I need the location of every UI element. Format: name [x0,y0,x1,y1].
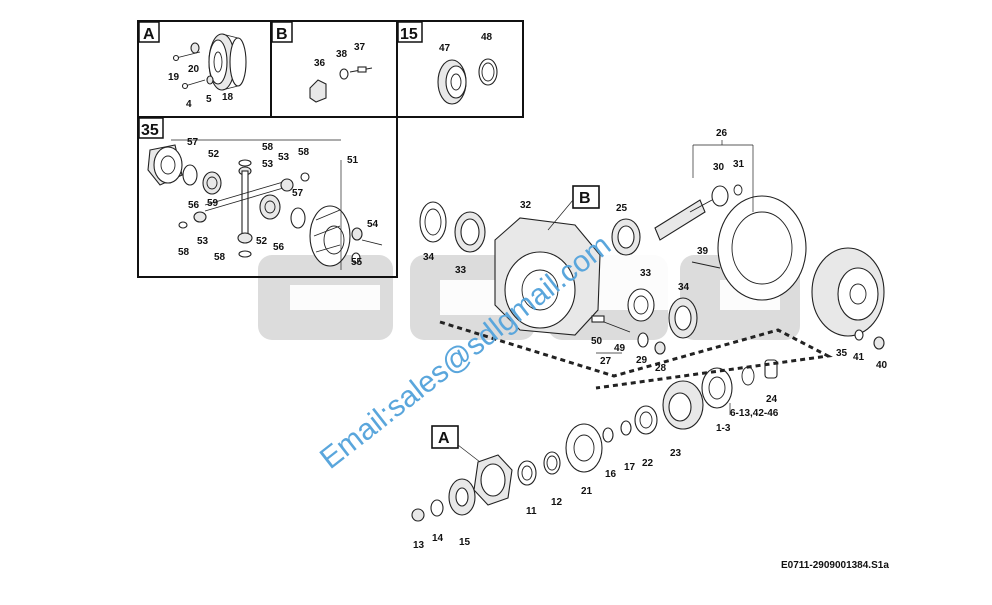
box-b-parts [309,66,373,103]
part-number: 32 [520,200,532,211]
leader-lines [171,139,754,415]
box-label-b: B [276,26,288,43]
part-number: 56 [273,242,285,253]
part-number: 58 [178,247,190,258]
box-label-a: A [143,26,155,43]
part-number: 50 [591,336,603,347]
part-number: 33 [455,265,467,276]
detail-box-35 [137,116,398,278]
box-35-parts [147,144,383,267]
dashed-assembly-outline [439,320,833,390]
box-15-parts [437,58,498,105]
main-labels: B A 26 30 31 25 32 34 33 39 33 34 35 41 … [413,128,888,551]
part-number: 54 [367,219,379,230]
part-number: 57 [187,137,199,148]
part-number: 21 [581,486,593,497]
part-number: 36 [314,58,326,69]
bearing-housing-6-13 [701,367,733,409]
part-number: 35 [836,348,848,359]
part-number: 53 [262,159,274,170]
callout-label-a: A [438,430,450,447]
seal-part-34-left [419,201,447,243]
part-number: 48 [481,32,493,43]
part-number: 12 [551,497,563,508]
part-number: 17 [624,462,636,473]
part-number: 39 [697,246,709,257]
ring-gear [717,195,807,301]
detail-box-frames [137,20,524,278]
bearing-part-22 [634,405,658,435]
part-number: 34 [423,252,435,263]
part-number: 20 [188,64,200,75]
part-number: 5 [206,94,212,105]
part-number: 33 [640,268,652,279]
part-number: 4 [186,99,192,110]
part-number: 58 [262,142,274,153]
washer-part-38 [339,68,349,80]
part-number: 41 [853,352,865,363]
part-number: 26 [716,128,728,139]
part-number: 16 [605,469,617,480]
part-number: 14 [432,533,444,544]
bearing-part-33-right [627,288,655,322]
detail-box-15 [396,20,524,118]
box-a-parts [172,33,247,91]
bracket-part-36 [309,79,327,103]
callout-boxes [431,185,600,463]
part-number: 57 [292,188,304,199]
shim-part-21 [565,423,603,473]
box-label-15: 15 [400,26,418,43]
part-number: 6-13,42-46 [730,408,779,419]
part-number: 58 [298,147,310,158]
part-number: 53 [197,236,209,247]
part-number: 11 [526,506,537,517]
part-number: 13 [413,540,425,551]
part-number: 18 [222,92,234,103]
part-number: 40 [876,360,888,371]
main-assembly [411,184,885,522]
part-number: 25 [616,203,628,214]
part-number: 23 [670,448,682,459]
part-number: 51 [347,155,359,166]
box-labels: A B 15 35 19 20 4 5 18 36 38 37 47 48 57… [141,26,493,268]
part-number: 28 [655,363,667,374]
part-number: 24 [766,394,778,405]
part-number: 22 [642,458,654,469]
box-label-35: 35 [141,122,159,139]
part-number: 56 [188,200,200,211]
part-number: 52 [256,236,268,247]
part-number: 19 [168,72,180,83]
part-number: 49 [614,343,626,354]
part-number: 27 [600,356,612,367]
part-number: 37 [354,42,366,53]
part-number: 53 [278,152,290,163]
part-number: 55 [351,257,363,268]
part-number: 30 [713,162,725,173]
callout-box-a [431,425,459,449]
pinion-shaft-part-26 [654,199,706,241]
bolt-part-37 [357,66,367,73]
callout-box-b [572,185,600,209]
part-number: 58 [214,252,226,263]
part-number: 47 [439,43,451,54]
part-number: 29 [636,355,648,366]
part-number: 59 [207,198,219,209]
callout-label-b: B [579,190,591,207]
part-number: 31 [733,159,745,170]
part-number: 52 [208,149,220,160]
part-number: 34 [678,282,690,293]
part-number: 38 [336,49,348,60]
part-number: 15 [459,537,471,548]
reference-code: E0711-2909001384.S1a [781,560,889,571]
part-number: 1-3 [716,423,731,434]
